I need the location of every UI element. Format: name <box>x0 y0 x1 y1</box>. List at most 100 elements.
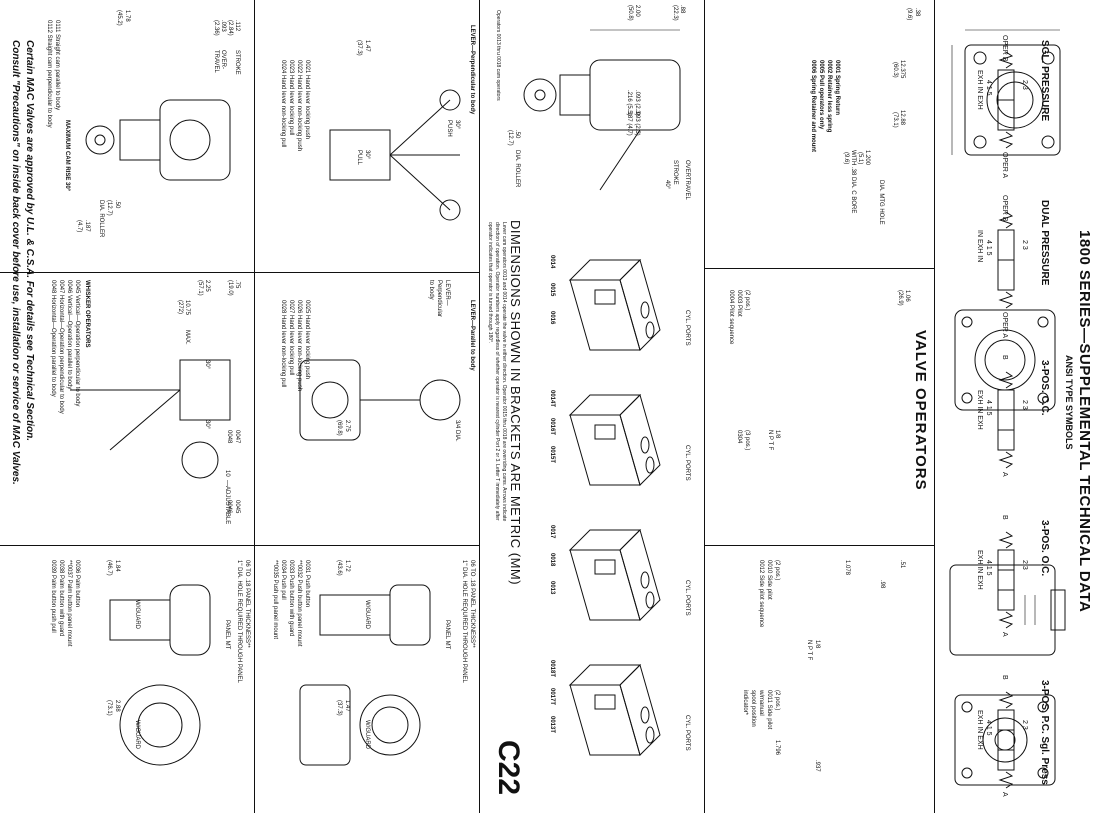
valve-symbol <box>997 211 1015 309</box>
spring-dim: (5.1) <box>857 152 863 165</box>
whisker-dim: 10 <box>224 470 230 477</box>
cam-text-3: operator indicates that operator is turn… <box>487 222 493 344</box>
pilot-dim: 1/8 <box>774 430 780 439</box>
side-dim: 1/8 <box>814 640 820 649</box>
whisker-dim: .75 <box>234 280 240 289</box>
spring-item: 0005 Pull operators only <box>818 60 824 130</box>
cam-dim: .50 <box>514 130 520 139</box>
cam-dim: .88 <box>679 5 685 14</box>
roller-dim: .093 <box>220 20 226 32</box>
roller-dim: STROKE <box>234 50 240 75</box>
footer-line-2: Consult "Precautions" on inside back cov… <box>10 40 21 485</box>
spring-dim: .38 <box>914 8 920 17</box>
symbol-left: B <box>1001 515 1008 520</box>
lever-par-dim: Perpendicular <box>436 280 442 318</box>
push-dim: (43.6) <box>336 560 342 576</box>
lever-parallel-drawing <box>299 359 461 441</box>
lever-par-dim: 3/4 DIA. <box>454 420 460 442</box>
pilot-head: (2 pos.) <box>744 290 750 311</box>
cam-dim: OVERTRAVEL <box>684 160 690 200</box>
side-dim: 1.078 <box>844 560 850 576</box>
symbol-ports-top: 2 3 <box>1021 240 1028 250</box>
divider-line <box>705 545 935 546</box>
side-item: 0012 Side pilot sequence <box>758 560 764 628</box>
spring-dim: (60.3) <box>892 62 898 78</box>
cam-view-id: 0017T <box>549 688 555 706</box>
side-head: (2 pos.) <box>774 560 780 581</box>
pilot-operator-drawing <box>954 309 1056 411</box>
divider-line <box>254 0 255 813</box>
push-item: **0032 Push button panel mount <box>296 560 302 647</box>
push-label: W/GUARD <box>364 600 370 629</box>
whisker-dim: 30° <box>204 360 210 370</box>
lever-par-dim: LEVER— <box>444 280 450 306</box>
manual-item: w/manual <box>758 690 764 716</box>
lever-par-title: LEVER—Parallel to body <box>469 300 475 371</box>
pilot-dim: N P T F <box>767 430 773 451</box>
push-item: **0035 Push pull panel mount <box>272 560 278 640</box>
cam-text-2: direction of operation. Operator numbers… <box>494 222 500 521</box>
cam-view-id: 0016 <box>549 311 555 325</box>
roller-dim: .50 <box>114 200 120 209</box>
cam-view-drawing <box>568 394 661 486</box>
whisker-item: 0048 Horizontal—Operation parallel to bo… <box>50 280 56 397</box>
lever-par-dim: 2.75 <box>344 420 350 432</box>
spring-return-drawing <box>951 29 1061 156</box>
valve-symbol <box>997 51 1015 149</box>
roller-item: 0112 Straight cam perpendicular to body <box>46 20 52 128</box>
palm-item: 0039 Palm button push pull <box>50 560 56 633</box>
roller-item: 0111 Straight cam parallel to body <box>54 20 60 111</box>
push-label: W/GUARD <box>364 720 370 749</box>
divider-line <box>0 272 480 273</box>
palm-label: W/GUARD <box>134 720 140 749</box>
cam-view-id: 0015 <box>549 283 555 297</box>
cam-view-drawing <box>568 529 661 621</box>
push-item: 0033 Push button with guard <box>288 560 294 637</box>
spring-dim: (9.6) <box>843 152 849 165</box>
cam-dim: (22.3) <box>672 5 678 21</box>
pilot-dim: (26.9) <box>897 290 903 306</box>
lever-par-item: 0026 Hand lever non-locking push <box>296 300 302 392</box>
side-dim: .98 <box>879 580 885 589</box>
page-code: C22 <box>492 740 525 796</box>
whisker-title: WHISKER OPERATORS <box>84 280 90 348</box>
footer-line-1: Certain MAC Valves are approved by U.L. … <box>24 40 35 442</box>
spring-dim: DIA. MTG HOLE <box>878 180 884 225</box>
lever-perpendicular-drawing <box>329 89 461 221</box>
whisker-item: 0047 Horizontal—Operation perpendicular … <box>58 280 64 414</box>
lever-perp-dim: PULL <box>356 150 362 166</box>
palm-dim: (73.1) <box>106 700 112 716</box>
symbol-bottom: IN EXH IN <box>976 230 983 263</box>
lever-perp-dim: 1.47 <box>364 40 370 52</box>
whisker-dim: (272) <box>177 300 183 315</box>
whisker-dim: (57.1) <box>197 280 203 296</box>
lever-perp-dim: 30° <box>454 120 460 130</box>
cam-view-label: CYL. PORTS <box>684 580 690 616</box>
symbol-label: DUAL PRESSURE <box>1039 200 1050 286</box>
roller-dim: .187 <box>84 220 90 232</box>
lever-par-item: 0027 Hand lever locking pull <box>288 300 294 376</box>
lever-perp-dim: PUSH <box>446 120 452 137</box>
push-dim: (37.3) <box>336 700 342 716</box>
roller-dim: (2.84) <box>227 20 233 36</box>
palm-dim: 2.88 <box>114 700 120 712</box>
metric-note: DIMENSIONS SHOWN IN BRACKETS ARE METRIC … <box>508 220 523 586</box>
roller-dim: (45.2) <box>116 10 122 26</box>
roller-dim: (2.36) <box>213 20 219 36</box>
roller-max-cam: MAXIMUM CAM RISE 30° <box>64 120 70 192</box>
pilot-dim: 1.06 <box>904 290 910 302</box>
cam-view-id: 0013 <box>549 581 555 595</box>
cam-dim: .187 (4.7) <box>626 110 632 136</box>
pilot-head: (3 pos.) <box>744 430 750 451</box>
whisker-dim: 0046 <box>226 500 232 514</box>
palm-item: **0037 Palm button panel mount <box>66 560 72 647</box>
push-note: 06 TO .18 PANEL THICKNESS** <box>469 560 475 648</box>
whisker-item: 0046 Vertical—Operation parallel to body <box>66 280 72 390</box>
push-item: 0034 Push pull <box>280 560 286 600</box>
manual-dim: .937 <box>814 760 820 772</box>
roller-dim: (12.7) <box>106 200 112 216</box>
spring-dim: 12.88 <box>899 110 905 126</box>
whisker-item: 0045 Vertical—Operation perpendicular to… <box>74 280 80 407</box>
